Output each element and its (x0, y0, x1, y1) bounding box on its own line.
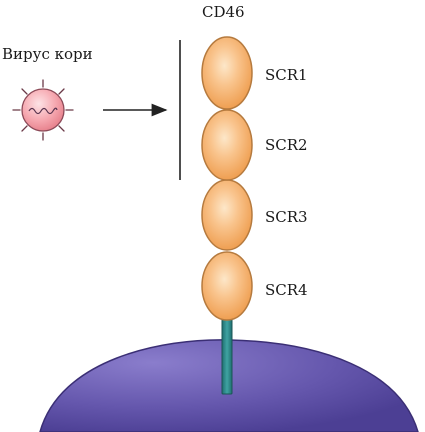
receptor-title: CD46 (202, 3, 245, 21)
scr1-domain (201, 36, 253, 110)
scr4-domain (201, 251, 253, 321)
scr2-domain (201, 109, 253, 181)
scr4-label: SCR4 (265, 281, 308, 299)
scr2-label: SCR2 (265, 136, 308, 154)
scr3-domain (201, 179, 253, 251)
cd46-stalk (221, 315, 233, 395)
scr1-label: SCR1 (265, 66, 308, 84)
measles-virus-icon (12, 79, 74, 141)
virus-label: Вирус кори (2, 45, 93, 63)
scr3-label: SCR3 (265, 208, 308, 226)
